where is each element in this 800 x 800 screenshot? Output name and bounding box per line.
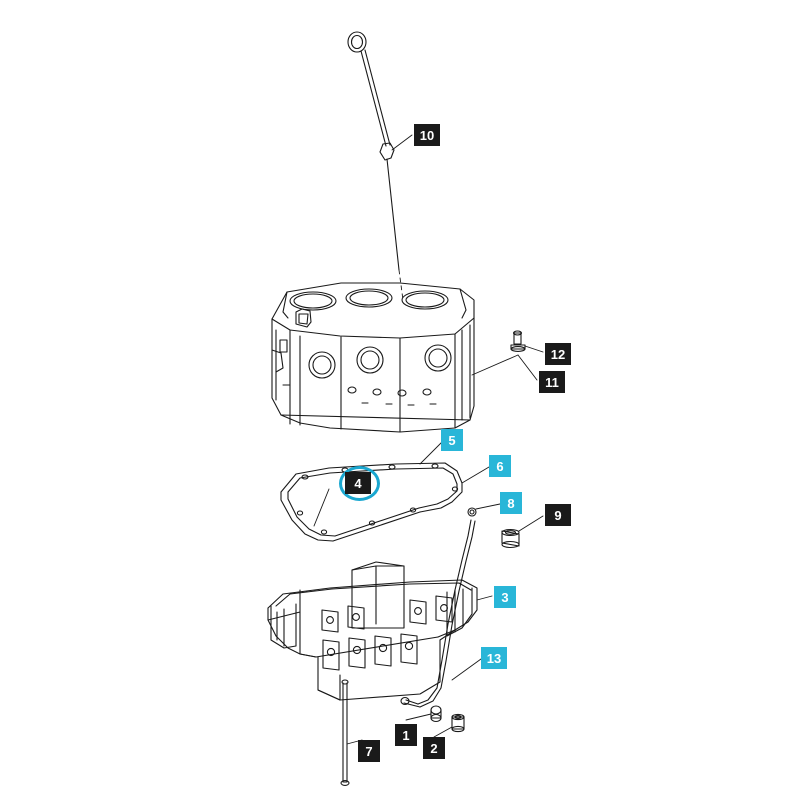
callout-12[interactable]: 12 <box>545 343 571 365</box>
bolt-part <box>430 705 442 723</box>
callout-9[interactable]: 9 <box>545 504 571 526</box>
callout-10[interactable]: 10 <box>414 124 440 146</box>
callout-4[interactable]: 4 <box>345 472 371 494</box>
callout-7[interactable]: 7 <box>358 740 380 762</box>
nut-part <box>451 713 465 733</box>
long-bolt-part <box>340 679 350 786</box>
oil-pan-gasket-part <box>280 462 463 542</box>
callout-5[interactable]: 5 <box>441 429 463 451</box>
callout-13-label: 13 <box>486 650 502 666</box>
callout-9-label: 9 <box>554 507 562 523</box>
oil-pickup-tube-part <box>400 519 476 708</box>
callout-13[interactable]: 13 <box>481 647 507 669</box>
oring-part <box>467 507 477 517</box>
callout-5-label: 5 <box>448 432 456 448</box>
plug-part <box>510 330 526 352</box>
callout-2-label: 2 <box>430 740 438 756</box>
callout-1[interactable]: 1 <box>395 724 417 746</box>
callout-3[interactable]: 3 <box>494 586 516 608</box>
callout-6[interactable]: 6 <box>489 455 511 477</box>
highlight-ring-part-4 <box>339 466 380 501</box>
callout-8[interactable]: 8 <box>500 492 522 514</box>
callout-3-label: 3 <box>501 589 509 605</box>
callout-6-label: 6 <box>496 458 504 474</box>
callout-7-label: 7 <box>365 743 373 759</box>
callout-11-label: 11 <box>545 374 559 390</box>
callout-1-label: 1 <box>402 727 410 743</box>
callout-4-label: 4 <box>354 475 362 491</box>
callout-8-label: 8 <box>507 495 515 511</box>
drain-plug-part <box>501 528 520 549</box>
callout-10-label: 10 <box>419 127 435 143</box>
oil-pan-part <box>267 561 478 701</box>
dipstick-part <box>347 31 400 271</box>
engine-block-part <box>271 282 475 433</box>
callout-11[interactable]: 11 <box>539 371 565 393</box>
callout-2[interactable]: 2 <box>423 737 445 759</box>
callout-12-label: 12 <box>550 346 566 362</box>
